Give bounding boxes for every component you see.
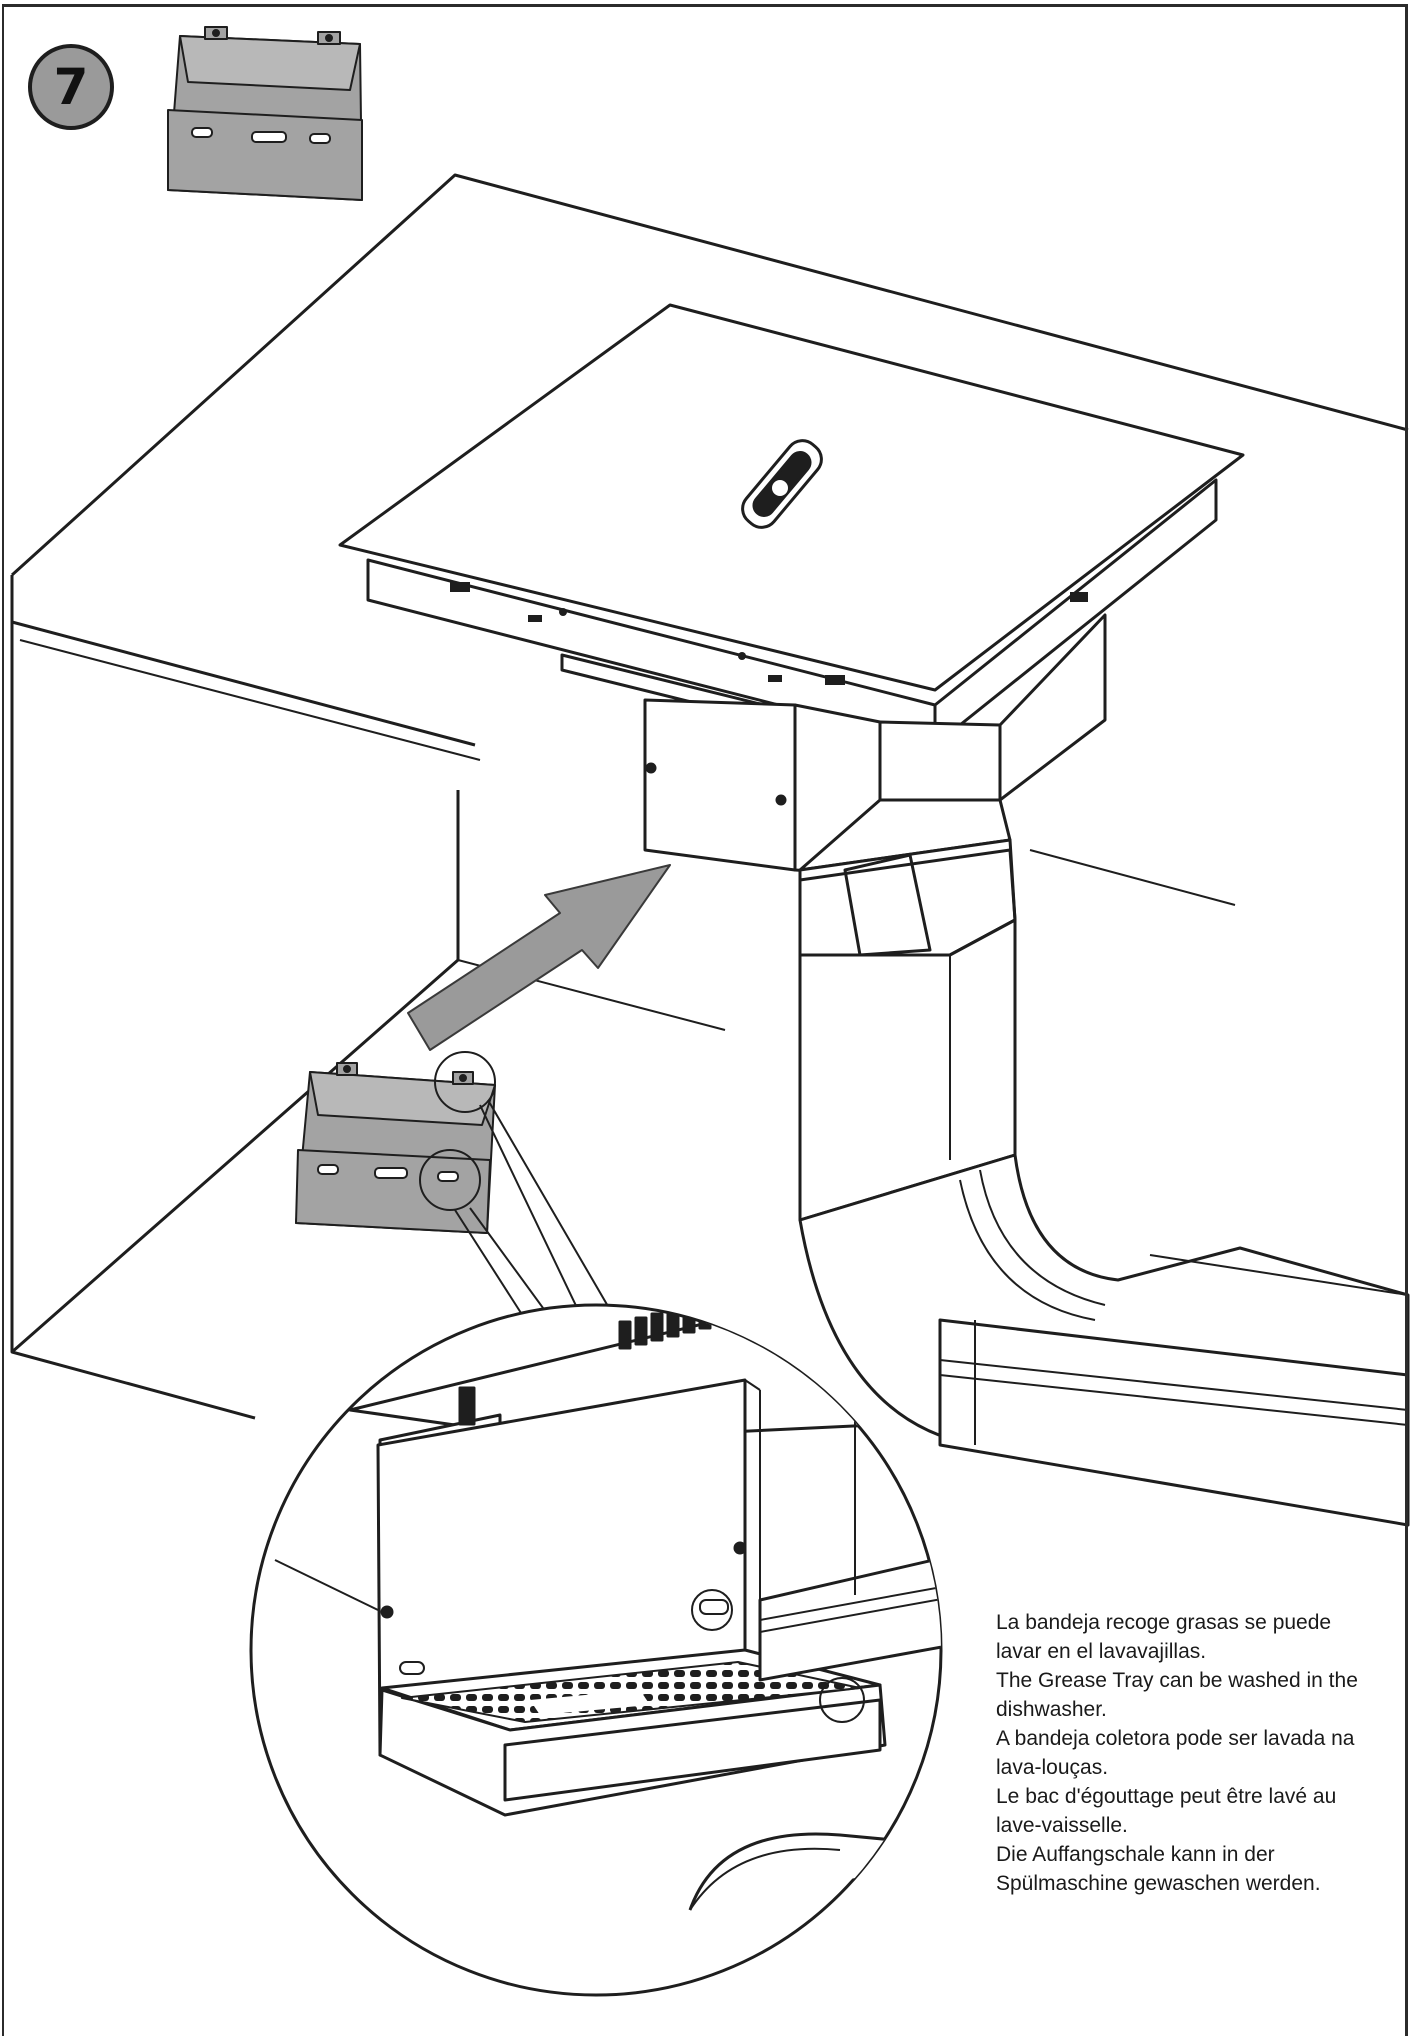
detail-callout-hook <box>691 1589 733 1631</box>
step-number-badge: 7 <box>28 44 114 130</box>
instruction-es: La bandeja recoge grasas se puede lavar … <box>996 1611 1332 1663</box>
detail-callout-slot <box>819 1677 865 1723</box>
instruction-de: Die Auffangschale kann in der Spülmaschi… <box>996 1843 1321 1895</box>
tray-hook <box>699 1599 729 1615</box>
horizontal-duct <box>938 1318 1410 1527</box>
control-panel-icon <box>741 439 823 529</box>
vertical-duct <box>798 918 1017 1222</box>
insert-direction-arrow <box>407 864 671 1051</box>
mounting-clip <box>450 582 470 592</box>
tray-slot <box>399 1661 425 1675</box>
support-bracket <box>758 1553 941 1682</box>
mounting-clip <box>825 675 845 685</box>
grease-tray-thumbnail <box>167 26 363 201</box>
grease-tray <box>295 1062 496 1234</box>
instructions-text: La bandeja recoge grasas se puede lavar … <box>996 1608 1376 1898</box>
callout-circle-slot <box>419 1149 481 1211</box>
instruction-en: The Grease Tray can be washed in the dis… <box>996 1669 1358 1721</box>
magnified-detail <box>249 1303 943 1997</box>
instruction-fr: Le bac d'égouttage peut être lavé au lav… <box>996 1785 1337 1837</box>
page-frame <box>2 4 1408 2036</box>
duct-system <box>798 838 1410 1527</box>
extractor-unit <box>560 613 1107 877</box>
countertop-outline <box>10 173 1409 577</box>
counter-front-edge <box>11 620 476 747</box>
callout-circle-hook <box>434 1051 496 1113</box>
instruction-pt: A bandeja coletora pode ser lavada na la… <box>996 1727 1355 1779</box>
